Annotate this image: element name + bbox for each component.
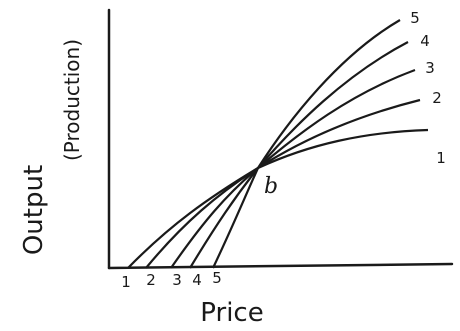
x-axis <box>107 262 454 270</box>
curve-2 <box>145 98 421 269</box>
curve-3-end-label: 3 <box>425 59 435 77</box>
curve-5-end-label: 5 <box>410 9 420 27</box>
curve-3-start-label: 3 <box>172 271 182 289</box>
curve-5-start-label: 5 <box>212 269 222 287</box>
curve-2-end-label: 2 <box>432 89 442 107</box>
y-axis-label: Output <box>19 165 49 255</box>
intersection-label: b <box>264 174 278 199</box>
curve-4 <box>189 41 409 269</box>
curve-1-start-label: 1 <box>121 273 131 291</box>
curve-4-end-label: 4 <box>420 32 430 50</box>
curve-2-start-label: 2 <box>146 271 156 289</box>
curve-4-start-label: 4 <box>192 271 202 289</box>
curve-1-end-label: 1 <box>436 149 446 167</box>
y-axis-sublabel: (Production) <box>60 39 84 161</box>
x-axis-label: Price <box>200 298 263 328</box>
curve-5 <box>212 19 401 269</box>
